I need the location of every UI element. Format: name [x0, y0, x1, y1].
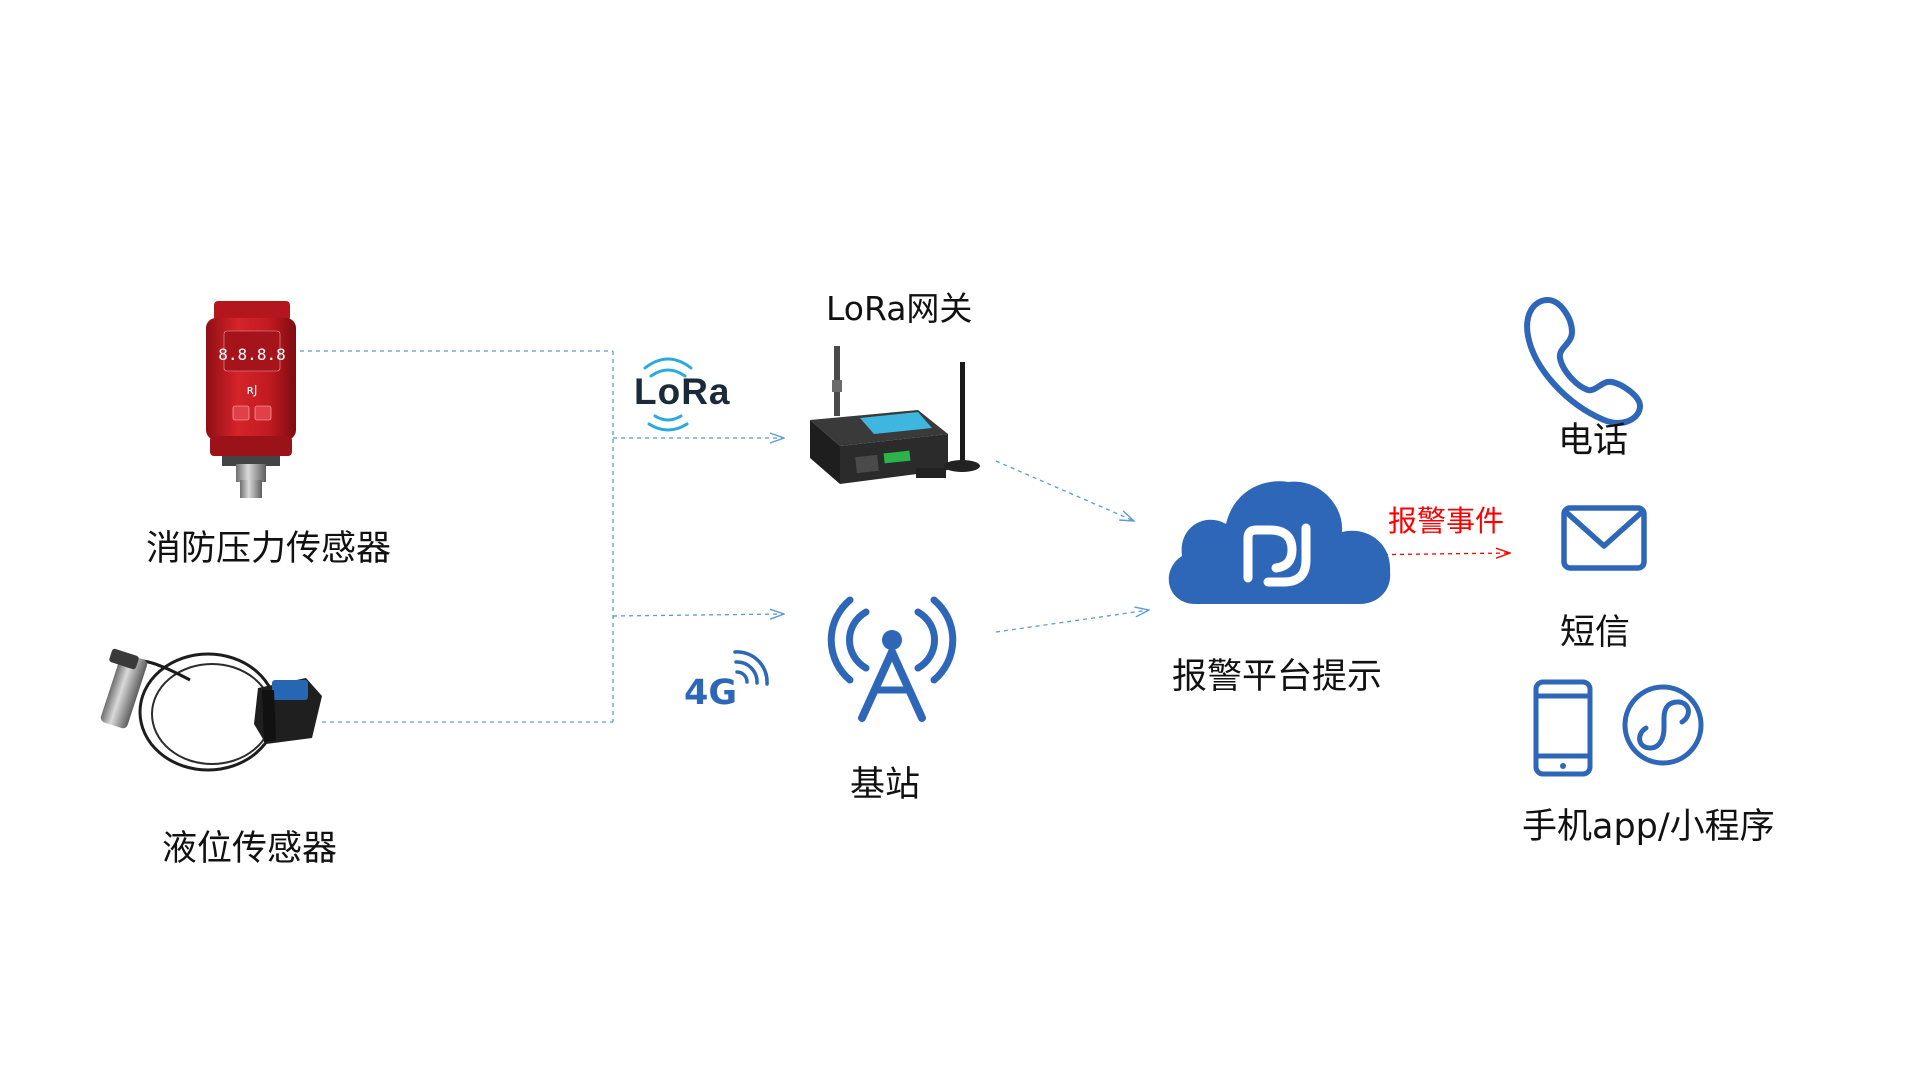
label-lora-gateway: LoRa网关	[826, 289, 973, 328]
router-gateway-device	[810, 346, 980, 484]
phone-icon	[1524, 297, 1643, 426]
envelope-icon	[1561, 505, 1647, 571]
label-sms: 短信	[1560, 613, 1631, 653]
label-alarm-platform: 报警平台提示	[1172, 657, 1383, 697]
4g-signal-icon	[733, 650, 769, 686]
connector-lines	[300, 350, 1149, 723]
label-app: 手机app/小程序	[1522, 807, 1775, 847]
arrow-base-station-to-cloud	[995, 610, 1149, 633]
label-phone: 电话	[1558, 421, 1629, 461]
arrow-bus-to-base-station	[612, 614, 784, 616]
lora-logo-text: LoRa	[634, 371, 731, 412]
4g-logo-text: 4G	[684, 673, 738, 713]
label-pressure-sensor: 消防压力传感器	[146, 529, 392, 569]
label-base-station: 基站	[850, 765, 921, 805]
cloud-platform-icon	[1168, 481, 1391, 604]
svg-text:ʀJ: ʀJ	[247, 383, 258, 397]
svg-text:8.8.8.8: 8.8.8.8	[218, 345, 285, 364]
arrow-gateway-to-cloud	[995, 460, 1134, 521]
label-alarm-event: 报警事件	[1388, 504, 1505, 538]
lora-wireless-icon	[643, 357, 693, 432]
mobile-phone-icon	[1533, 679, 1593, 777]
level-sensor-device	[100, 648, 322, 772]
radio-tower-icon	[827, 596, 957, 722]
mini-program-icon	[1622, 684, 1704, 766]
pressure-sensor-device: 8.8.8.8 ʀJ	[206, 301, 296, 498]
label-level-sensor: 液位传感器	[162, 829, 338, 869]
